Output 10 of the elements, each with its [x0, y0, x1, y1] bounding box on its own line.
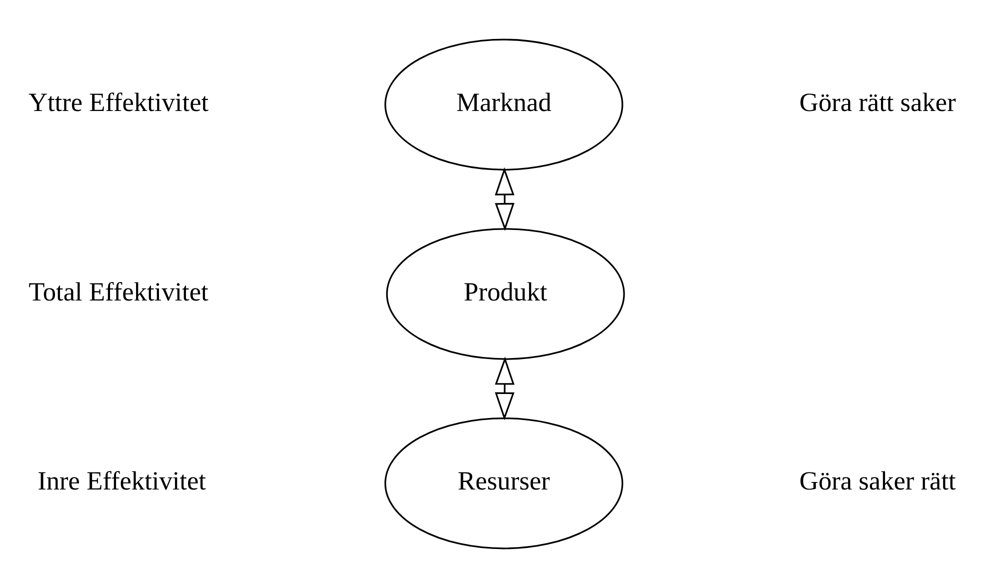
- label: Göra rätt saker: [799, 87, 956, 116]
- node-ellipse: Marknad: [384, 38, 624, 170]
- label: Yttre Effektivitet: [28, 87, 209, 116]
- label: Total Effektivitet: [28, 276, 208, 306]
- label: Inre Effektivitet: [38, 466, 206, 496]
- arrow: [494, 166, 514, 230]
- arrow: [494, 356, 515, 420]
- node-ellipse: Produkt: [386, 228, 625, 360]
- node-ellipse: Resurser: [384, 417, 624, 549]
- label: Göra saker rätt: [799, 466, 956, 496]
